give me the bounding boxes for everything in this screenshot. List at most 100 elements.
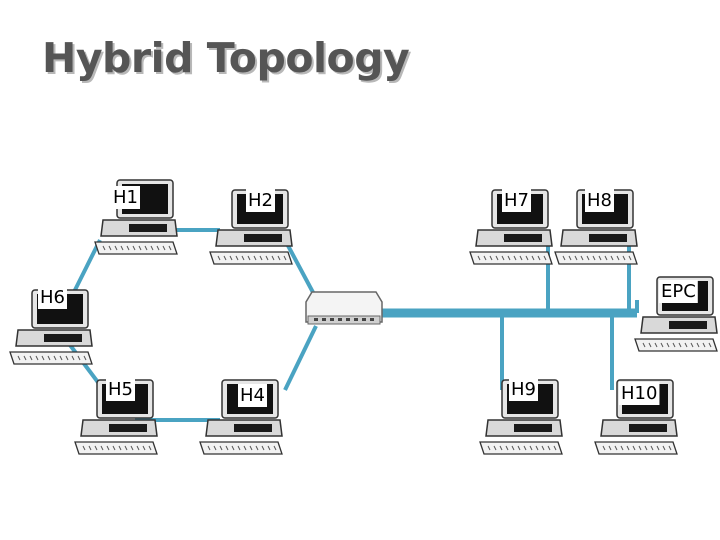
node-label-h7: H7 xyxy=(504,190,529,211)
key-icon xyxy=(616,255,620,261)
node-label-h4: H4 xyxy=(240,385,265,406)
drive-bay-icon xyxy=(234,424,272,432)
key-icon xyxy=(547,445,551,451)
keyboard-icon xyxy=(199,441,283,455)
key-icon xyxy=(562,255,566,261)
label-background xyxy=(38,286,67,309)
key-icon xyxy=(654,342,658,348)
key-icon xyxy=(592,255,596,261)
key-icon xyxy=(277,255,281,261)
node-label-h6: H6 xyxy=(40,287,65,308)
key-icon xyxy=(650,445,654,451)
key-icon xyxy=(535,445,539,451)
port-icon xyxy=(346,318,350,321)
key-icon xyxy=(519,255,523,261)
key-icon xyxy=(523,445,527,451)
key-icon xyxy=(507,255,511,261)
key-icon xyxy=(136,445,140,451)
key-icon xyxy=(487,445,491,451)
label-background xyxy=(619,382,660,405)
key-icon xyxy=(225,445,229,451)
key-icon xyxy=(541,445,545,451)
key-icon xyxy=(148,445,152,451)
drive-bay-icon xyxy=(129,224,167,232)
key-icon xyxy=(261,445,265,451)
key-icon xyxy=(83,355,87,361)
key-icon xyxy=(71,355,75,361)
label-background xyxy=(659,280,698,303)
keyboard-icon xyxy=(479,441,563,455)
key-icon xyxy=(259,255,263,261)
keyboard-icon xyxy=(94,241,178,255)
key-icon xyxy=(499,445,503,451)
key-icon xyxy=(537,255,541,261)
key-icon xyxy=(94,445,98,451)
key-icon xyxy=(162,245,166,251)
key-icon xyxy=(114,245,118,251)
keyboard-icon xyxy=(634,338,718,352)
link-h2-hub xyxy=(283,239,318,299)
keyboard-icon xyxy=(594,441,678,455)
port-icon xyxy=(362,318,366,321)
port-icon xyxy=(314,318,318,321)
key-icon xyxy=(662,445,666,451)
drive-bay-icon xyxy=(244,234,282,242)
key-icon xyxy=(253,255,257,261)
key-icon xyxy=(602,445,606,451)
key-icon xyxy=(495,255,499,261)
key-icon xyxy=(77,355,81,361)
key-icon xyxy=(598,255,602,261)
links-layer xyxy=(68,228,639,422)
key-icon xyxy=(684,342,688,348)
key-icon xyxy=(132,245,136,251)
key-icon xyxy=(586,255,590,261)
key-icon xyxy=(112,445,116,451)
label-background xyxy=(106,378,135,401)
key-icon xyxy=(608,445,612,451)
key-icon xyxy=(632,445,636,451)
key-icon xyxy=(156,245,160,251)
switch-hub[interactable] xyxy=(305,291,383,325)
keyboard-icon xyxy=(9,351,93,365)
key-icon xyxy=(642,342,646,348)
keyboard-icon xyxy=(554,251,638,265)
key-icon xyxy=(614,445,618,451)
port-icon xyxy=(338,318,342,321)
drive-bay-icon xyxy=(44,334,82,342)
link-h4-hub xyxy=(283,325,318,391)
key-icon xyxy=(100,445,104,451)
key-icon xyxy=(666,342,670,348)
key-icon xyxy=(130,445,134,451)
keyboard-icon xyxy=(209,251,293,265)
node-label-h9: H9 xyxy=(511,379,536,400)
key-icon xyxy=(574,255,578,261)
key-icon xyxy=(229,255,233,261)
key-icon xyxy=(517,445,521,451)
key-icon xyxy=(231,445,235,451)
key-icon xyxy=(273,445,277,451)
key-icon xyxy=(41,355,45,361)
node-label-h1: H1 xyxy=(113,187,138,208)
key-icon xyxy=(106,445,110,451)
key-icon xyxy=(668,445,672,451)
drive-bay-icon xyxy=(629,424,667,432)
key-icon xyxy=(243,445,247,451)
keyboard-icon xyxy=(74,441,158,455)
key-icon xyxy=(124,445,128,451)
key-icon xyxy=(213,445,217,451)
key-icon xyxy=(142,445,146,451)
key-icon xyxy=(638,445,642,451)
key-icon xyxy=(644,445,648,451)
key-icon xyxy=(708,342,712,348)
key-icon xyxy=(267,445,271,451)
key-icon xyxy=(513,255,517,261)
key-icon xyxy=(628,255,632,261)
node-label-h8: H8 xyxy=(587,190,612,211)
label-background xyxy=(238,384,267,407)
key-icon xyxy=(696,342,700,348)
computer-h10[interactable] xyxy=(594,379,678,455)
key-icon xyxy=(118,445,122,451)
key-icon xyxy=(241,255,245,261)
key-icon xyxy=(88,445,92,451)
key-icon xyxy=(672,342,676,348)
